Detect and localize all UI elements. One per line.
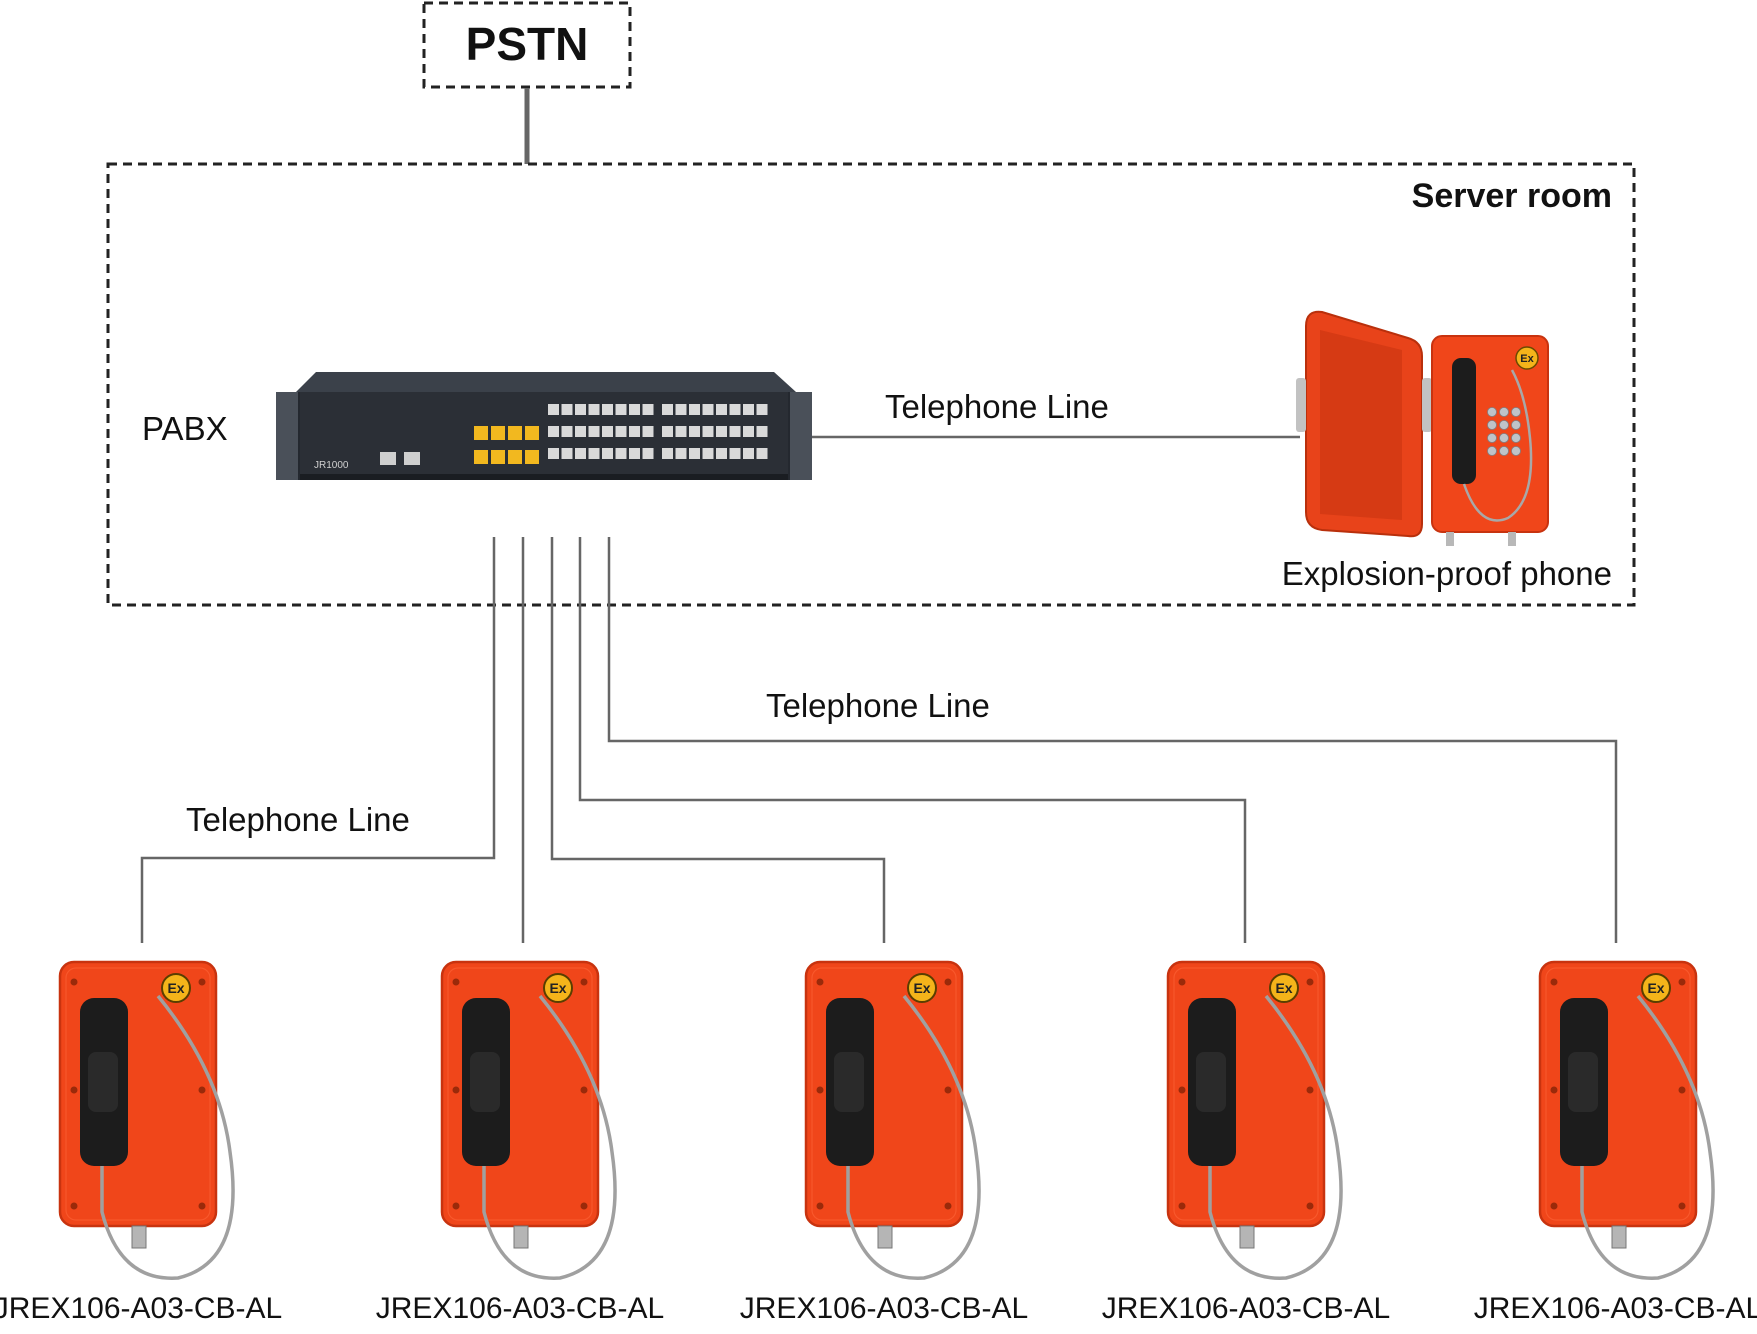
ex-mark-top: Ex [1520, 353, 1534, 365]
wall-phone-2: Ex [440, 960, 617, 1280]
port-rj [756, 426, 768, 437]
port-yellow [525, 450, 539, 464]
port-yellow [474, 426, 488, 440]
wall-phone-1: Ex [58, 960, 235, 1280]
phone-model-label: JREX106-A03-CB-AL [1102, 1292, 1390, 1325]
port-rj [615, 448, 627, 459]
port-rj [642, 448, 654, 459]
port-rj [716, 404, 727, 415]
port-rj [716, 448, 727, 459]
port-rj [615, 426, 627, 437]
pabx-model-label: JR1000 [314, 460, 349, 471]
ex-badge-icon [161, 973, 191, 1003]
port-rj [575, 426, 586, 437]
port-rj [756, 404, 768, 415]
port-rj [602, 448, 613, 459]
port-rj [602, 426, 613, 437]
server-room-label: Server room [1412, 177, 1612, 215]
port-rj [702, 426, 714, 437]
ex-mark: Ex [913, 980, 930, 996]
line-label-top: Telephone Line [885, 388, 1109, 425]
port-rj [743, 426, 754, 437]
port-rj [675, 404, 687, 415]
explosion-proof-phone: Ex [1296, 310, 1549, 546]
port-rj [588, 404, 600, 415]
pstn-label: PSTN [466, 18, 589, 70]
wall-phone-4: Ex [1166, 960, 1343, 1280]
ex-badge-icon [1269, 973, 1299, 1003]
port-rj [575, 404, 586, 415]
port-yellow [491, 450, 505, 464]
port-rj [662, 448, 673, 459]
port-rj [629, 448, 640, 459]
line-label-middle: Telephone Line [766, 687, 990, 724]
port-yellow [508, 426, 522, 440]
port-rj [642, 426, 654, 437]
pstn-box [422, 1, 632, 89]
line-to-phone-3 [550, 537, 886, 943]
line-to-phone-5 [607, 537, 1618, 943]
port-rj [743, 448, 754, 459]
port-rj [561, 448, 573, 459]
handset-icon [1452, 358, 1476, 484]
port-rj [662, 404, 673, 415]
ex-mark: Ex [549, 980, 566, 996]
ex-mark: Ex [167, 980, 184, 996]
phone-model-label: JREX106-A03-CB-AL [740, 1292, 1028, 1325]
port-rj [561, 404, 573, 415]
phone-model-label: JREX106-A03-CB-AL [376, 1292, 664, 1325]
port-rj [743, 404, 754, 415]
port-yellow [491, 426, 505, 440]
ex-badge-icon [543, 973, 573, 1003]
port-rj [548, 448, 559, 459]
port-rj [675, 448, 687, 459]
port-yellow [508, 450, 522, 464]
port-rj [689, 404, 700, 415]
pabx-device-icon: JR1000 [276, 372, 812, 480]
port-rj [629, 426, 640, 437]
ex-badge-icon [907, 973, 937, 1003]
telephone-line-branches [140, 537, 1618, 943]
port-rj [689, 448, 700, 459]
ex-badge-icon [1641, 973, 1671, 1003]
port-rj [561, 426, 573, 437]
pabx-label: PABX [142, 410, 228, 447]
port-rj [702, 404, 714, 415]
port-rj [575, 448, 586, 459]
explosion-proof-phone-label: Explosion-proof phone [1282, 555, 1612, 592]
port-rj [729, 448, 741, 459]
port-rj [629, 404, 640, 415]
server-room-box [106, 162, 1636, 607]
port-rj [642, 404, 654, 415]
port-rj [548, 426, 559, 437]
port-rj [588, 426, 600, 437]
port-rj [548, 404, 559, 415]
port-rj [588, 448, 600, 459]
port-rj [675, 426, 687, 437]
keypad-icon [1487, 407, 1521, 456]
port-rj [689, 426, 700, 437]
phone-model-label: JREX106-A03-CB-AL [1474, 1292, 1757, 1325]
port-rj [756, 448, 768, 459]
line-label-left: Telephone Line [186, 801, 410, 838]
port-rj [662, 426, 673, 437]
port-rj [729, 426, 741, 437]
ex-mark: Ex [1647, 980, 1664, 996]
port-rj [702, 448, 714, 459]
line-to-phone-4 [578, 537, 1247, 943]
port-rj [615, 404, 627, 415]
wall-phone-3: Ex [804, 960, 981, 1280]
port-yellow [525, 426, 539, 440]
phone-model-label: JREX106-A03-CB-AL [0, 1292, 282, 1325]
port-rj [716, 426, 727, 437]
wall-phone-5: Ex [1538, 960, 1715, 1280]
ex-mark: Ex [1275, 980, 1292, 996]
port-rj [729, 404, 741, 415]
port-yellow [474, 450, 488, 464]
port-rj [602, 404, 613, 415]
line-to-phone-1 [140, 537, 496, 943]
